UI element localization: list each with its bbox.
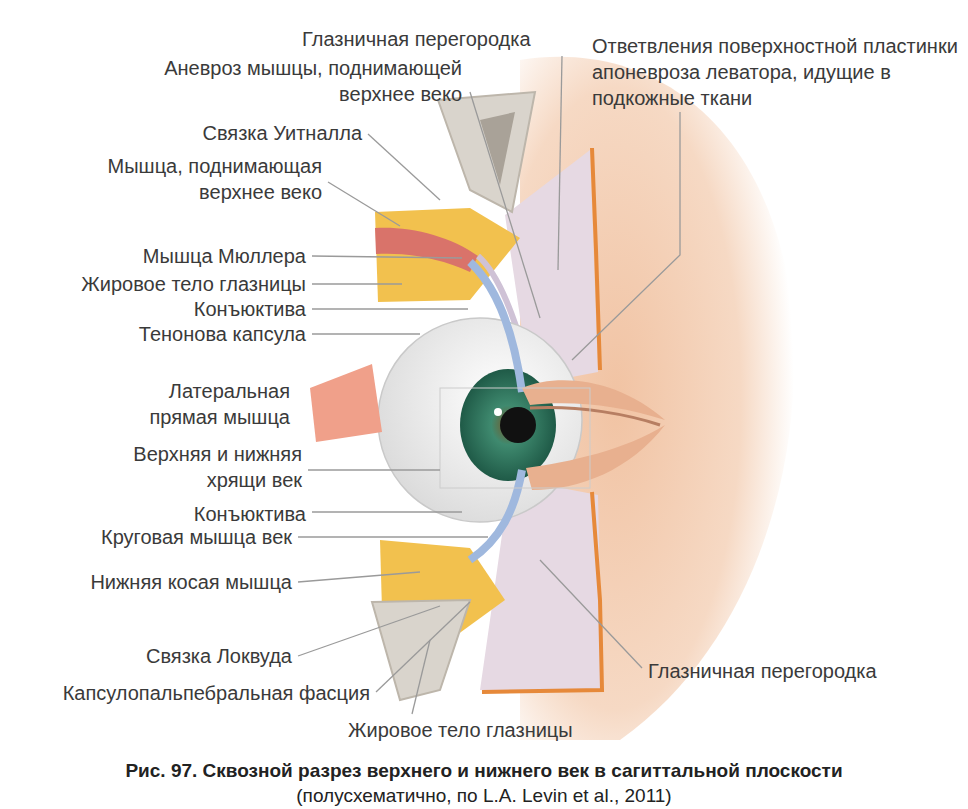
orbital-bone xyxy=(372,600,470,700)
part-label: Верхняя и нижняя хрящи век xyxy=(87,441,302,493)
part-label: Мышца, поднимающая верхнее веко xyxy=(72,153,322,205)
part-label: Ответвления поверхностной пластинки апон… xyxy=(592,33,962,111)
part-label: Глазничная перегородка xyxy=(302,26,531,52)
lateral-rectus xyxy=(310,364,382,442)
leader-line xyxy=(312,308,468,309)
part-label: Конъюктива xyxy=(194,501,306,527)
part-label: Связка Уитналла xyxy=(203,120,362,146)
part-label: Нижняя косая мышца xyxy=(90,569,292,595)
leader-line xyxy=(312,333,420,334)
part-label: Тенонова капсула xyxy=(139,321,306,347)
highlight xyxy=(494,408,502,416)
leader-line xyxy=(572,112,680,360)
lower-eyelid xyxy=(526,425,665,490)
leader-line xyxy=(312,283,402,284)
part-label: Мышца Мюллера xyxy=(143,243,306,269)
figure-caption: Рис. 97. Сквозной разрез верхнего и нижн… xyxy=(0,760,968,782)
eyeball xyxy=(378,318,582,522)
leader-line xyxy=(298,536,488,537)
leader-line xyxy=(298,572,420,582)
leader-line xyxy=(540,560,642,668)
part-label: Аневроз мышцы, поднимающей верхнее веко xyxy=(122,55,462,107)
levator-muscle xyxy=(375,228,478,272)
leader-line xyxy=(328,182,400,226)
leader-lines xyxy=(298,56,680,714)
tarsus-frame xyxy=(440,388,590,488)
orbital-bone xyxy=(480,112,515,185)
part-label: Конъюктива xyxy=(194,296,306,322)
leader-line xyxy=(308,469,440,470)
lid-margin xyxy=(530,407,660,425)
upper-eyelid xyxy=(522,380,665,420)
leader-line xyxy=(558,56,562,270)
pupil xyxy=(500,407,536,443)
part-label: Латеральная прямая мышца xyxy=(130,378,290,430)
orbital-bone xyxy=(438,92,535,212)
leader-line xyxy=(312,511,462,512)
leader-line xyxy=(412,640,430,714)
part-label: Круговая мышца век xyxy=(101,524,292,550)
conjunctiva xyxy=(470,470,522,560)
leader-line xyxy=(368,134,440,200)
part-label: Жировое тело глазницы xyxy=(348,717,573,743)
leader-line xyxy=(312,256,462,258)
part-label: Капсулопальпебральная фасция xyxy=(63,680,370,706)
part-label: Связка Локвуда xyxy=(146,643,292,669)
leader-line xyxy=(376,602,470,692)
part-label: Жировое тело глазницы xyxy=(81,271,306,297)
skin-cut-edge xyxy=(482,492,602,692)
leader-line xyxy=(470,92,540,318)
leader-line xyxy=(298,606,440,656)
conjunctiva xyxy=(470,262,522,392)
part-label: Глазничная перегородка xyxy=(648,658,877,684)
caption-note: (полусхематично, по L.A. Levin et al., 2… xyxy=(0,785,968,807)
